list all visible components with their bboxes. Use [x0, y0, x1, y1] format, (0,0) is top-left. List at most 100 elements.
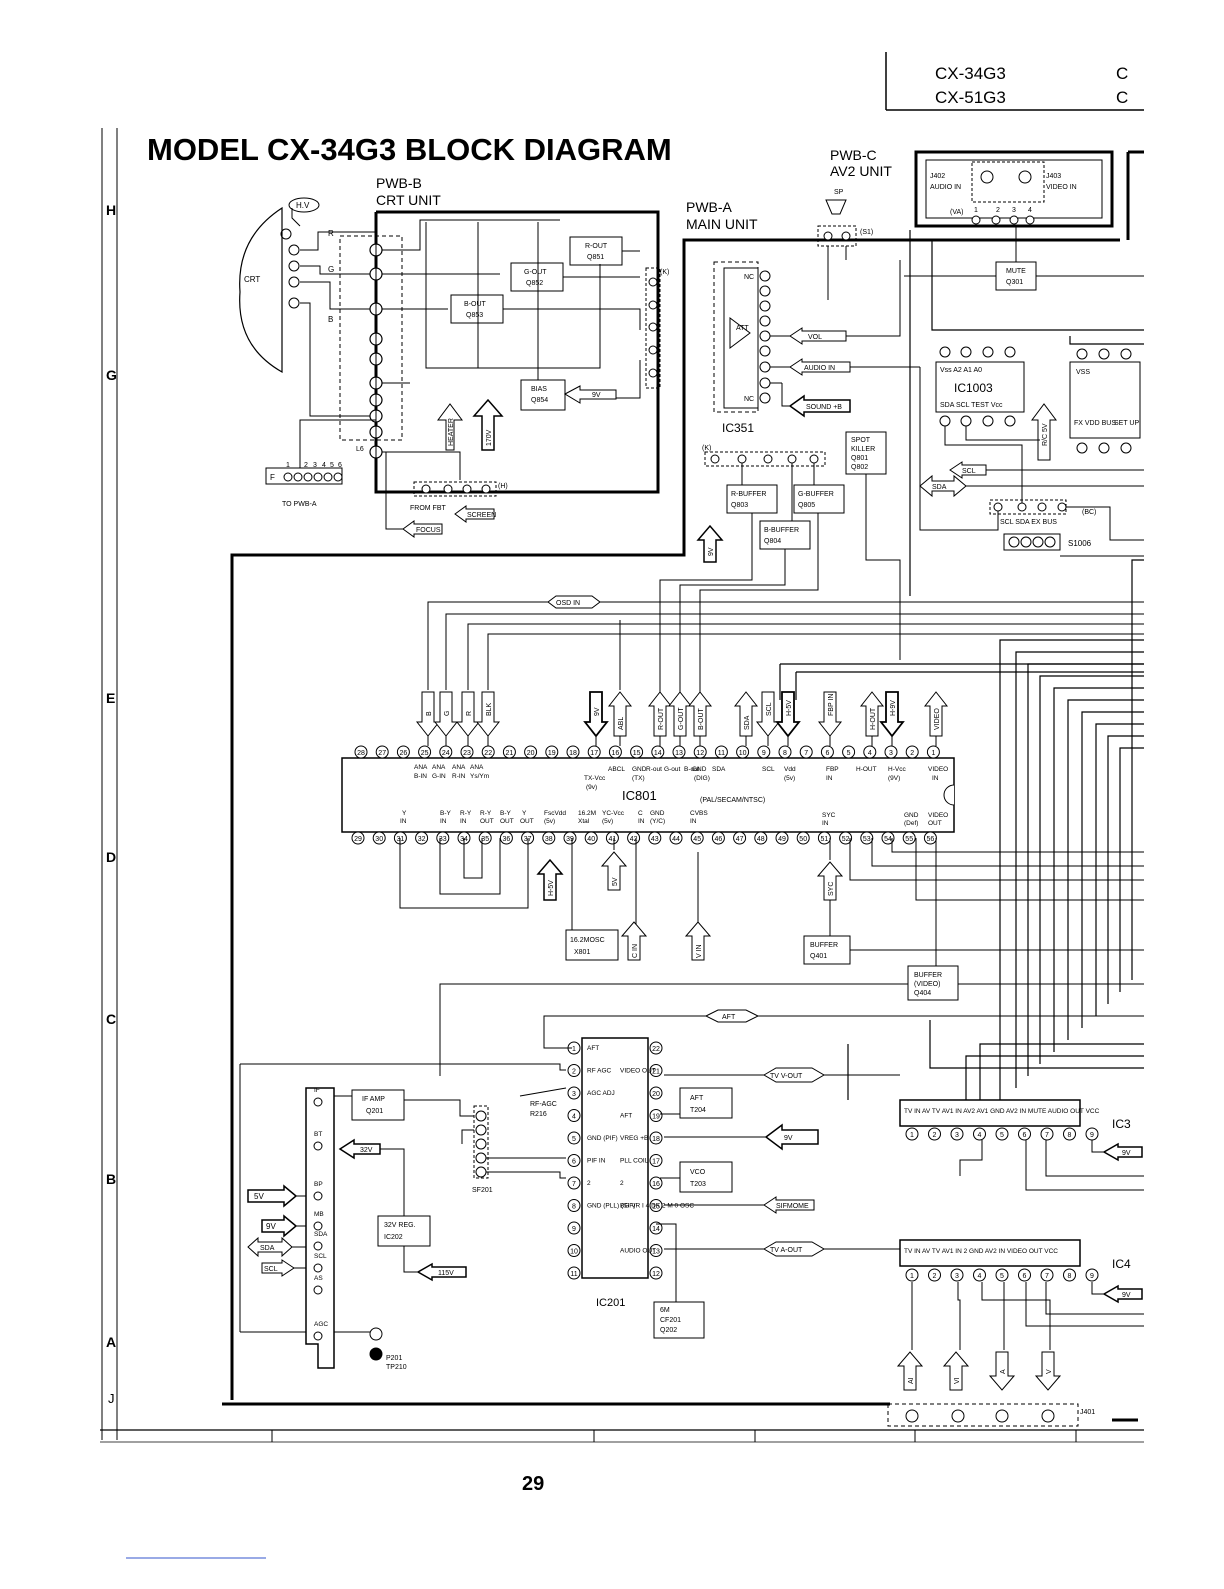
k2-label: (K) [702, 445, 711, 452]
ic801-internal-label: OUT [480, 818, 494, 825]
tuner-pin-label: SDA [314, 1231, 328, 1238]
speaker-icon [825, 199, 847, 215]
buffer-q404-block [907, 965, 959, 1001]
ic801-pin-number: 2 [910, 750, 914, 757]
tuner-9v-arrow [261, 1214, 298, 1238]
ic801-internal-label: 16.2M [578, 810, 596, 817]
ic201-pin [567, 1221, 581, 1235]
mute-block [995, 261, 1037, 291]
a-arrow [988, 1351, 1016, 1391]
ic351-nc-top: NC [744, 274, 754, 281]
ic201-pin [567, 1131, 581, 1145]
tuner-pin-label: BP [314, 1181, 323, 1188]
ic201-left-pin-label: GND (PLL) (SIF) [587, 1203, 635, 1210]
diagram-title: MODEL CX-34G3 BLOCK DIAGRAM [147, 132, 672, 167]
ic201-pin [567, 1064, 581, 1077]
ic801-internal-label: H-OUT [856, 766, 877, 773]
ic801-pin-number: 47 [736, 836, 744, 843]
spot-killer-4: Q802 [851, 464, 868, 471]
ic801-pin [566, 745, 580, 759]
ic801-internal-label: R-IN [452, 773, 466, 780]
ic801-pin [757, 745, 771, 759]
ic1003-label: IC1003 [954, 381, 993, 395]
ic351-label: IC351 [722, 421, 754, 435]
ic801-internal-label: SDA [712, 766, 726, 773]
ic201-left-pin-label: 2 [587, 1180, 591, 1187]
ic201-pin [567, 1266, 581, 1280]
ic201-right-pin-label: AUDIO OUT [620, 1248, 656, 1255]
ic801-signal-arrow [583, 691, 609, 738]
model-header: CX-34G3 CX-51G3 C C [885, 52, 1144, 111]
ic801-pin-number: 25 [421, 750, 429, 757]
av2-pin-1: 1 [974, 207, 978, 214]
ic801-internal-label: IN [460, 818, 467, 825]
v32-label: 32V [360, 1147, 373, 1154]
ic801-pin-number: 50 [799, 836, 807, 843]
ic801-pin [842, 745, 856, 759]
ic201-pin [649, 1221, 663, 1235]
f-pin-3: 3 [313, 462, 317, 469]
ic201-pin [649, 1176, 663, 1190]
switch-pin [950, 1268, 964, 1282]
f-pin-4: 4 [322, 462, 326, 469]
screen-label: SCREEN [467, 512, 496, 519]
tuner-pin [313, 1241, 323, 1251]
ic801-internal-label: GND [632, 766, 647, 773]
c-in-label: C IN [632, 944, 639, 958]
ic801-signal-arrow [775, 691, 801, 738]
r-buffer-block [726, 484, 778, 514]
switch-pin-number: 1 [910, 1273, 914, 1280]
ai-label: AI [908, 1377, 915, 1384]
ic801-signal-arrow [879, 691, 905, 738]
ic351-nc-bottom: NC [744, 396, 754, 403]
ic201-pin-number: 20 [652, 1091, 660, 1098]
ic801-internal-label: B-IN [414, 773, 427, 780]
ic801-internal-label: ANA [432, 764, 446, 771]
att-label: ATT [736, 325, 749, 332]
switch-pin [973, 1268, 986, 1282]
ic801-internal-label: IN [932, 775, 939, 782]
ic801-pin-number: 17 [590, 750, 598, 757]
ic801-internal-label: TX-Vcc [584, 775, 606, 782]
switch-pin-number: 5 [1000, 1273, 1004, 1280]
ic801-pin-number: 44 [672, 836, 680, 843]
ic801-signal-arrow [755, 691, 781, 737]
ai-arrow [896, 1351, 924, 1391]
ic801-pin [884, 745, 898, 759]
page-number: 29 [522, 1473, 544, 1495]
pwb-a-label: PWB-A [686, 199, 733, 215]
aft-t204-part: T204 [690, 1107, 706, 1114]
ic801-pin-number: 46 [715, 836, 723, 843]
ic801-pin-number: 11 [718, 750, 725, 757]
tuner-pin [313, 1191, 323, 1201]
bias-block [520, 379, 566, 411]
ic801-pin-number: 24 [442, 750, 450, 757]
ic801-pin-number: 52 [842, 836, 850, 843]
syc-arrow [816, 861, 844, 901]
right-bus-lines [779, 230, 1144, 1104]
pwb-c-label: PWB-C [830, 147, 877, 163]
sf201-label: SF201 [472, 1187, 493, 1194]
ic1003-block: Vss A2 A1 A0 IC1003 SDA SCL TEST Vcc R/C… [919, 346, 1144, 557]
ic801-internal-label: IN [440, 818, 447, 825]
sf201 [473, 1105, 489, 1179]
ic201-pin [567, 1086, 581, 1100]
tuner-pin [313, 1221, 323, 1231]
hv-badge [288, 197, 320, 213]
switch-pin [1040, 1127, 1054, 1141]
ic801-internal-label: IN [690, 818, 697, 825]
tv-vout-label: TV V-OUT [770, 1073, 803, 1080]
ic801-signal-arrow [687, 691, 713, 737]
ic-right-vss: VSS [1076, 369, 1090, 376]
ic201-pin-number: 16 [652, 1181, 660, 1188]
av2-pin-4: 4 [1028, 207, 1032, 214]
ic801-signal-arrow [859, 691, 885, 737]
ic201-pin-number: 4 [572, 1114, 576, 1121]
ic801-pin-number: 18 [569, 750, 577, 757]
v-in-label: V IN [696, 944, 703, 958]
rgb-b: B [328, 315, 333, 324]
ic201-pin [567, 1176, 581, 1190]
f-pin-6: 6 [338, 462, 342, 469]
tuner-pin-label: BT [314, 1131, 322, 1138]
ic201-right-pin-label: BG VR I 4 DK 2 M 0 OSC [620, 1203, 694, 1210]
